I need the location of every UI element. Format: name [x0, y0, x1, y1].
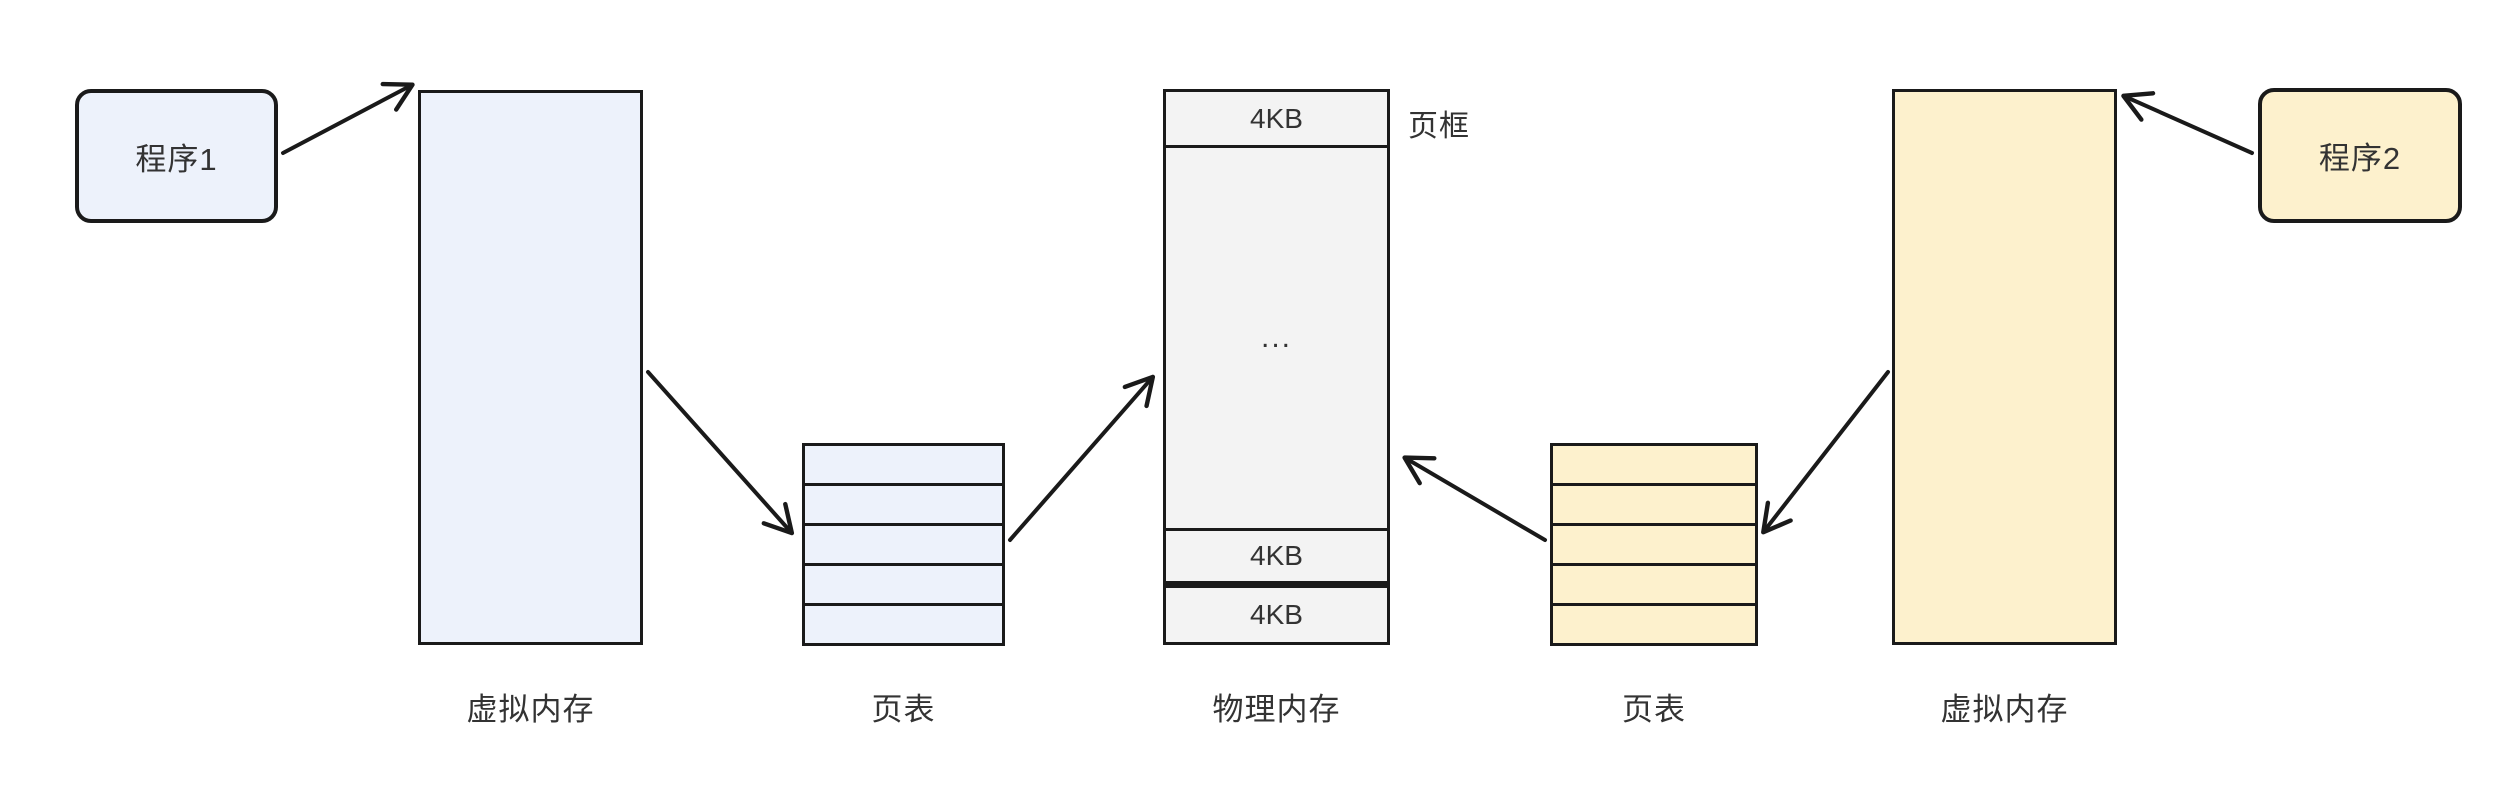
page-table-row — [1553, 563, 1755, 603]
arrow-page-table-left-to-physical-memory — [1008, 374, 1156, 542]
program1-box: 程序1 — [75, 89, 278, 223]
virtual-memory-right-box — [1892, 89, 2117, 645]
virtual-memory-left-caption: 虚拟内存 — [466, 692, 595, 727]
page-frame-3-label: 4KB — [1250, 599, 1303, 630]
page-frame-middle: ... — [1166, 148, 1387, 531]
page-frame-3: 4KB — [1166, 588, 1387, 642]
arrow-program1-to-virtual-memory — [281, 81, 415, 155]
program2-label: 程序2 — [2318, 141, 2402, 176]
page-table-row — [805, 446, 1002, 483]
page-table-row — [1553, 483, 1755, 523]
page-frame-annotation: 页框 — [1408, 110, 1470, 143]
virtual-memory-left-box — [418, 90, 643, 645]
page-table-row — [805, 483, 1002, 523]
page-table-left-box — [802, 443, 1005, 646]
page-frame-2: 4KB — [1166, 531, 1387, 588]
arrow-page-table-right-to-physical-memory — [1402, 455, 1547, 542]
page-table-row — [1553, 523, 1755, 563]
program2-box: 程序2 — [2258, 88, 2462, 223]
page-frame-top-label: 4KB — [1250, 102, 1303, 134]
arrow-virtual-memory-right-to-page-table — [1761, 370, 1890, 535]
page-table-left-caption: 页表 — [871, 692, 936, 727]
page-table-row — [805, 603, 1002, 643]
page-table-row — [1553, 446, 1755, 483]
page-table-row — [805, 523, 1002, 563]
page-table-right-box — [1550, 443, 1758, 646]
page-frame-2-label: 4KB — [1250, 540, 1303, 571]
arrow-program2-to-virtual-memory — [2121, 91, 2254, 155]
page-table-row — [1553, 603, 1755, 643]
page-frame-ellipsis: ... — [1260, 321, 1292, 354]
page-table-right-caption: 页表 — [1622, 692, 1686, 727]
arrow-virtual-memory-left-to-page-table — [646, 370, 795, 536]
physical-memory-box: 4KB ... 4KB 4KB — [1163, 89, 1390, 645]
page-table-row — [805, 563, 1002, 603]
physical-memory-caption: 物理内存 — [1212, 692, 1341, 727]
program1-label: 程序1 — [135, 141, 218, 177]
virtual-memory-right-caption: 虚拟内存 — [1940, 692, 2069, 727]
page-frame-top: 4KB — [1166, 92, 1387, 148]
